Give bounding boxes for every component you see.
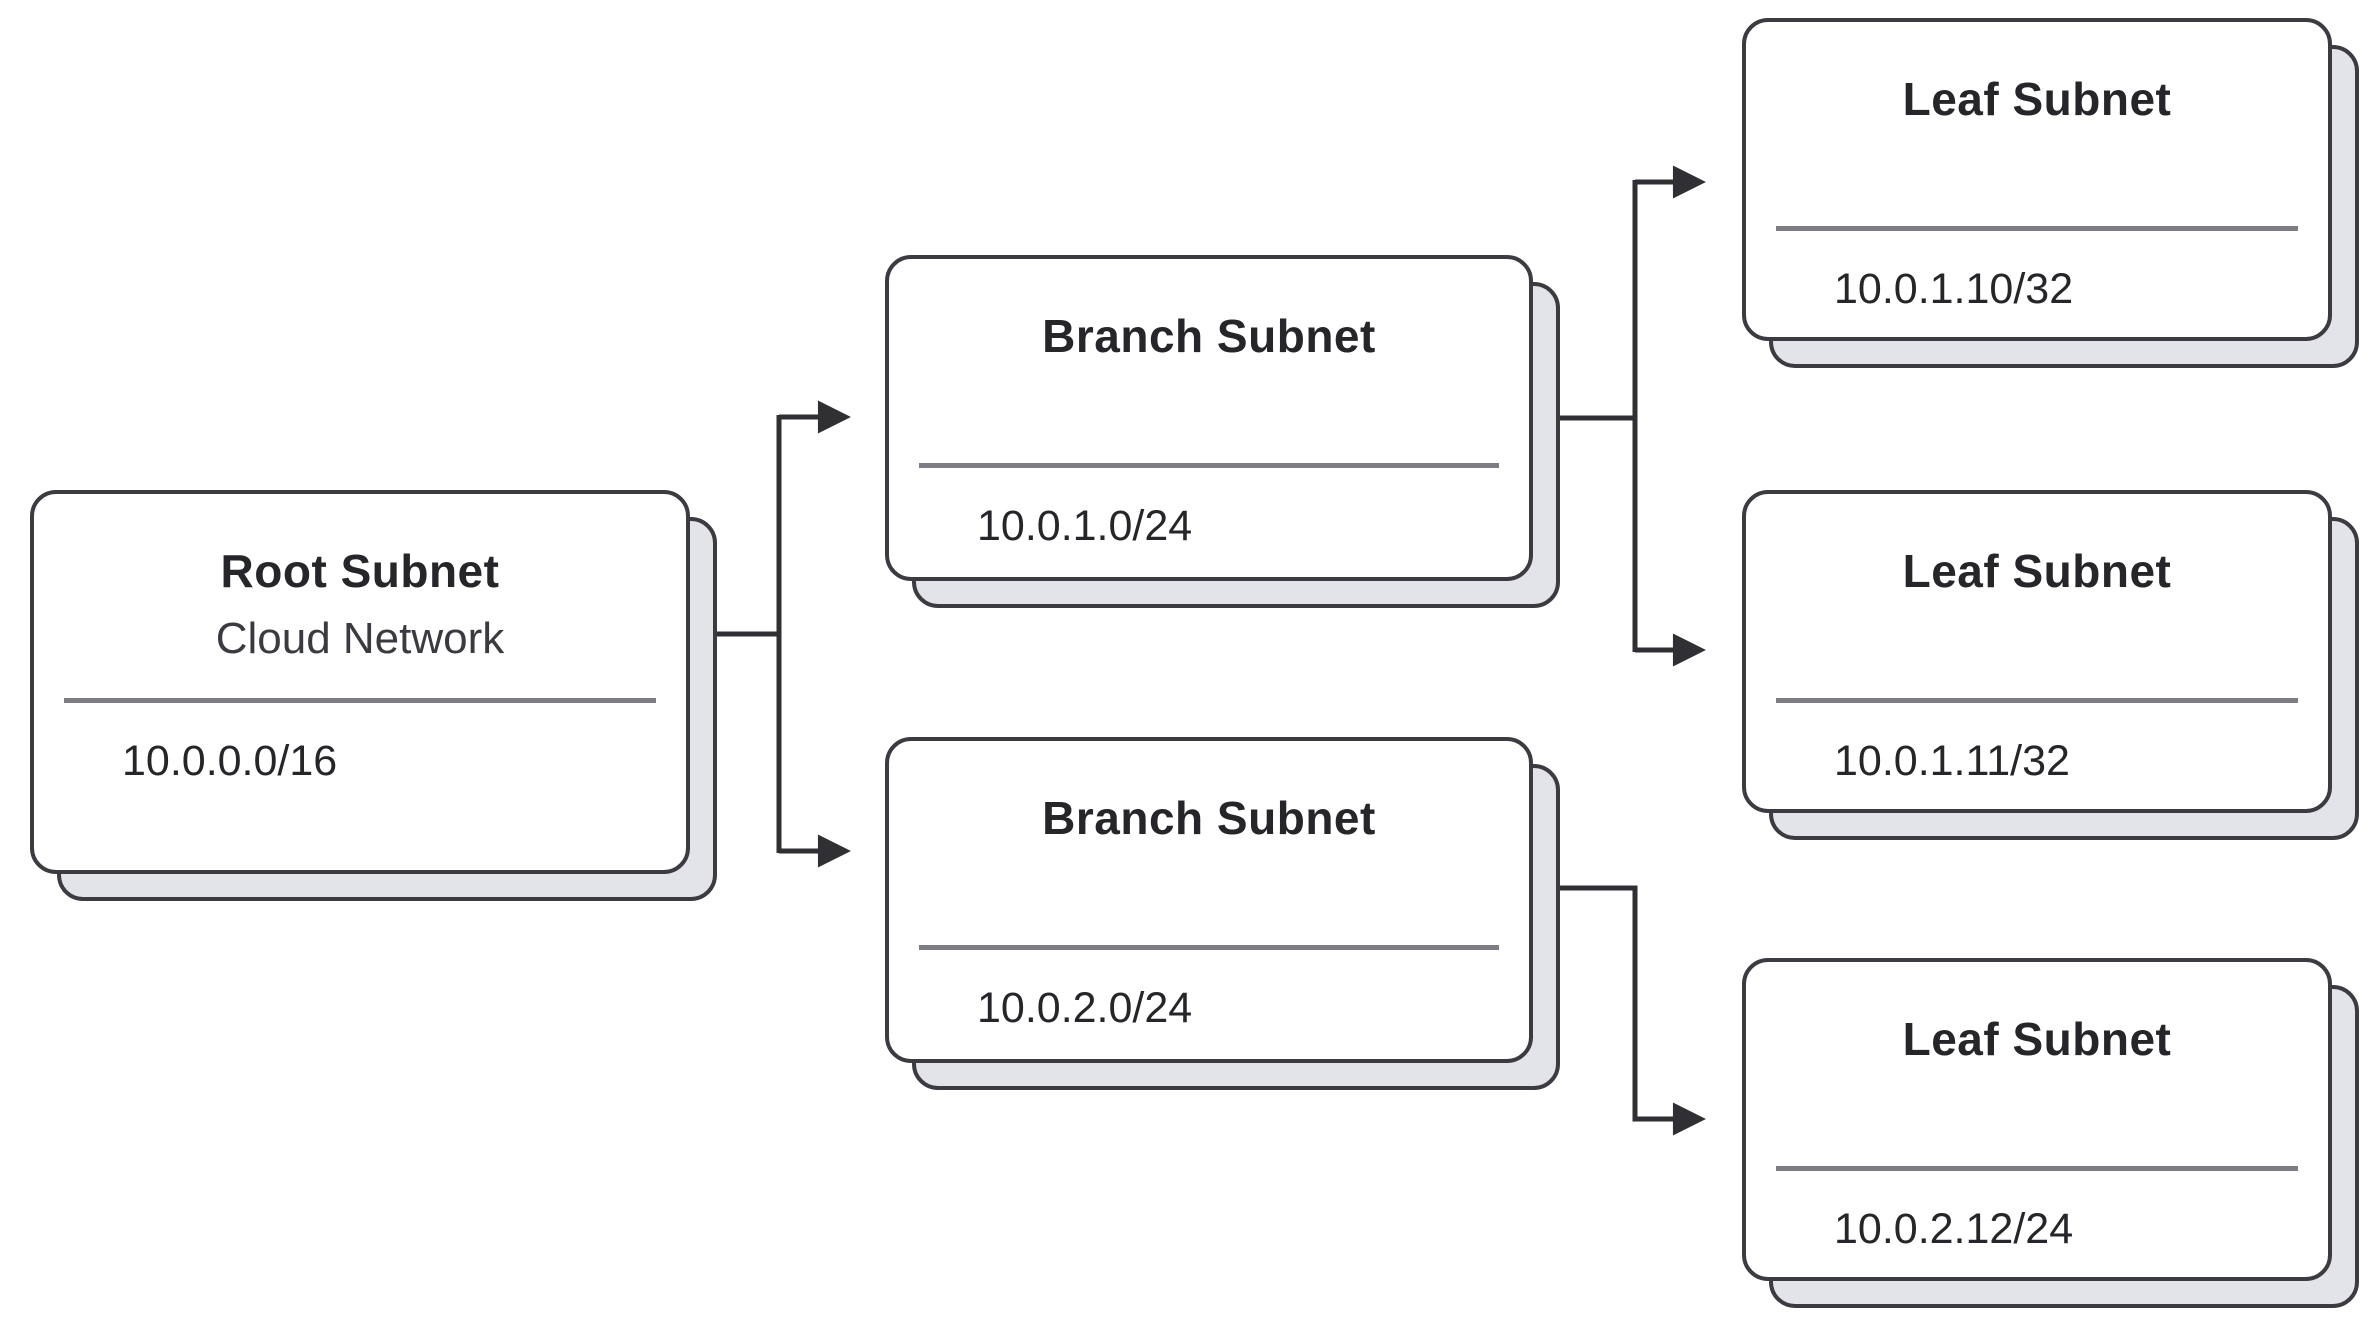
card: Leaf Subnet 10.0.1.11/32 <box>1742 490 2332 813</box>
node-leaf-subnet-3: Leaf Subnet 10.0.2.12/24 <box>1742 958 2359 1308</box>
card: Leaf Subnet 10.0.1.10/32 <box>1742 18 2332 341</box>
node-title: Leaf Subnet <box>1902 73 2172 125</box>
card: Leaf Subnet 10.0.2.12/24 <box>1742 958 2332 1281</box>
node-subtitle: Cloud Network <box>215 614 505 663</box>
card: Root Subnet Cloud Network 10.0.0.0/16 <box>30 490 690 874</box>
node-title: Leaf Subnet <box>1902 545 2172 597</box>
node-cidr: 10.0.0.0/16 <box>122 737 338 785</box>
node-branch-subnet-1: Branch Subnet 10.0.1.0/24 <box>885 255 1560 608</box>
node-divider <box>64 698 656 703</box>
node-leaf-subnet-2: Leaf Subnet 10.0.1.11/32 <box>1742 490 2359 840</box>
node-cidr: 10.0.1.10/32 <box>1834 265 2074 313</box>
card: Branch Subnet 10.0.2.0/24 <box>885 737 1533 1063</box>
node-title: Leaf Subnet <box>1902 1013 2172 1065</box>
node-cidr: 10.0.1.11/32 <box>1834 737 2070 785</box>
node-leaf-subnet-1: Leaf Subnet 10.0.1.10/32 <box>1742 18 2359 368</box>
node-title: Branch Subnet <box>1042 310 1376 362</box>
node-title: Root Subnet <box>220 545 500 597</box>
node-divider <box>919 945 1499 950</box>
node-divider <box>1776 226 2298 231</box>
node-cidr: 10.0.2.12/24 <box>1834 1205 2074 1253</box>
node-cidr: 10.0.2.0/24 <box>977 984 1193 1032</box>
node-root-subnet: Root Subnet Cloud Network 10.0.0.0/16 <box>30 490 717 901</box>
card: Branch Subnet 10.0.1.0/24 <box>885 255 1533 581</box>
node-divider <box>1776 698 2298 703</box>
node-divider <box>919 463 1499 468</box>
node-divider <box>1776 1166 2298 1171</box>
node-cidr: 10.0.1.0/24 <box>977 502 1193 550</box>
node-branch-subnet-2: Branch Subnet 10.0.2.0/24 <box>885 737 1560 1090</box>
node-title: Branch Subnet <box>1042 792 1376 844</box>
